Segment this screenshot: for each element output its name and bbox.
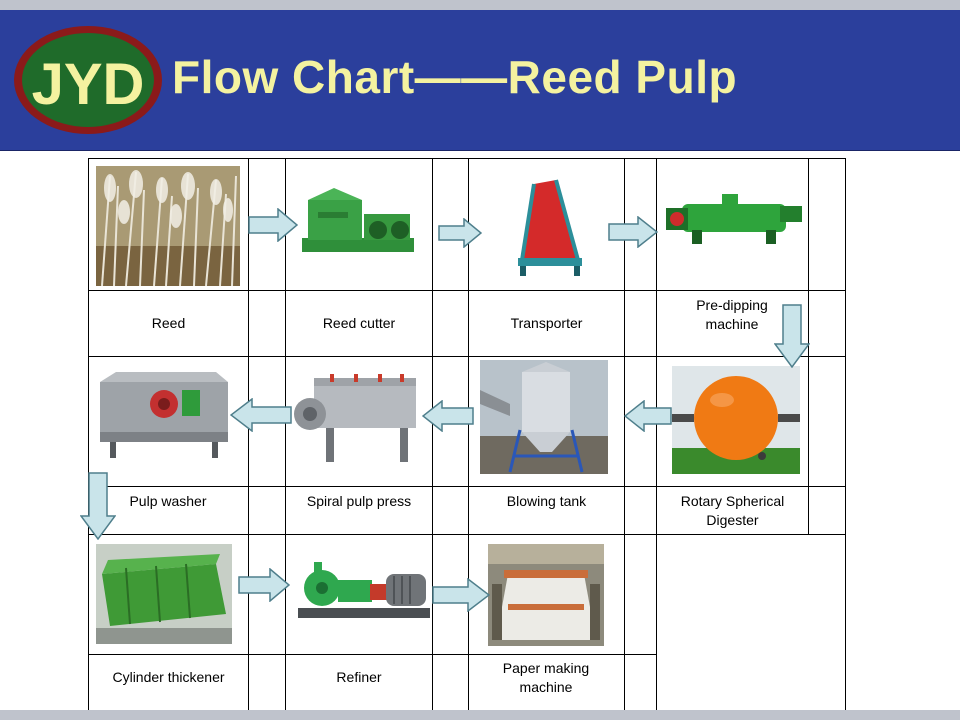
arrow-down-icon — [80, 472, 116, 540]
step-label-blowing-tank: Blowing tank — [506, 492, 587, 509]
arrow-right-icon — [238, 568, 290, 602]
spiral-press — [294, 374, 416, 462]
step-label-transporter: Transporter — [510, 315, 583, 331]
step-label-pulp-washer: Pulp washer — [129, 492, 207, 509]
step-label-refiner: Refiner — [336, 669, 382, 685]
paper-machine — [488, 544, 604, 646]
arrow-right-icon — [248, 208, 298, 242]
arrow-left-icon — [422, 400, 474, 432]
slide-header: JYD Flow Chart——Reed Pulp — [0, 10, 960, 151]
top-strip — [0, 0, 960, 10]
arrow-right-icon — [438, 218, 482, 248]
bottom-strip — [0, 710, 960, 720]
logo-text: JYD — [32, 52, 145, 117]
step-label-cylinder-thickener: Cylinder thickener — [112, 669, 225, 685]
cylinder-thickener — [96, 544, 232, 644]
arrow-left-icon — [230, 398, 292, 432]
page-title: Flow Chart——Reed Pulp — [172, 51, 738, 103]
blowing-tank — [480, 360, 608, 474]
pulp-washer — [100, 372, 228, 458]
reed-photo — [96, 166, 240, 286]
reed-cutter-machine — [302, 188, 414, 252]
step-label-spiral-pulp-press: Spiral pulp press — [306, 492, 412, 509]
step-label-reed: Reed — [151, 315, 186, 331]
arrow-right-icon — [432, 578, 490, 612]
step-label-pre-dipping-machine: Pre-dipping machine — [696, 297, 768, 332]
arrow-down-icon — [774, 304, 810, 368]
refiner — [298, 562, 430, 618]
arrow-right-icon — [608, 216, 658, 248]
step-label-reed-cutter: Reed cutter — [322, 315, 396, 331]
conveyor-belt — [518, 179, 582, 276]
step-label-paper-making-machine: Paper making machine — [502, 660, 590, 695]
step-label-rotary-spherical-digester: Rotary Spherical Digester — [680, 492, 785, 528]
jyd-logo: JYD — [14, 26, 162, 134]
spherical-digester — [672, 366, 800, 474]
pre-dipping-machine — [666, 194, 802, 244]
arrow-left-icon — [624, 400, 672, 432]
